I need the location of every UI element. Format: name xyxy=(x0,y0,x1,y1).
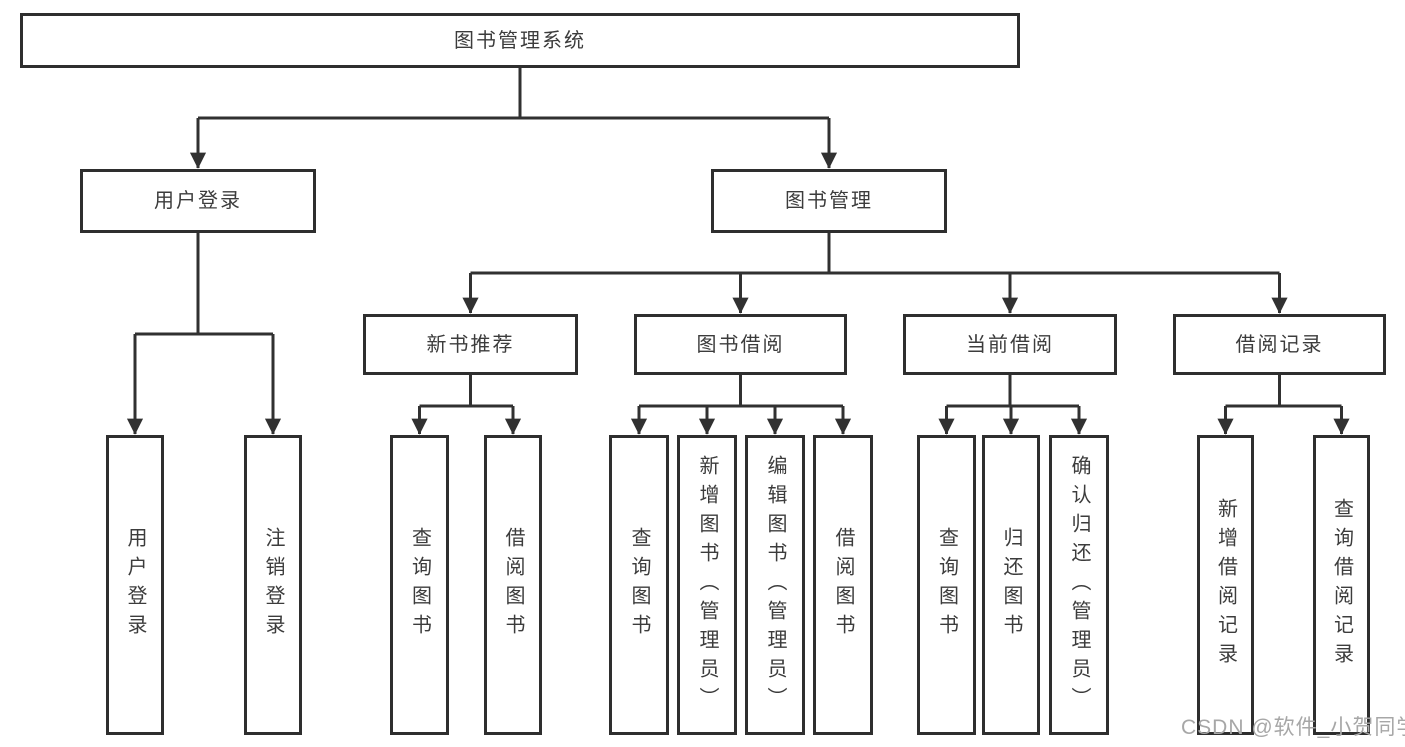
node-v_confirm_return: 确认归还（管理员） xyxy=(1049,435,1109,735)
node-v_return_book: 归还图书 xyxy=(982,435,1040,735)
node-label: 新增借阅记录 xyxy=(1214,498,1237,672)
node-label: 查询图书 xyxy=(935,527,958,643)
node-label: 新书推荐 xyxy=(426,333,515,356)
node-v_edit_book: 编辑图书（管理员） xyxy=(745,435,805,735)
node-label: 确认归还（管理员） xyxy=(1068,454,1090,716)
node-label: 图书管理系统 xyxy=(454,29,586,52)
node-v_borrow_book_2: 借阅图书 xyxy=(813,435,873,735)
node-label: 查询借阅记录 xyxy=(1330,498,1353,672)
node-label: 用户登录 xyxy=(154,190,242,212)
node-v_add_record: 新增借阅记录 xyxy=(1197,435,1254,735)
watermark: CSDN @软件_小贺同学 xyxy=(1181,716,1405,739)
node-label: 新增图书（管理员） xyxy=(696,454,718,716)
node-label: 借阅图书 xyxy=(502,527,524,643)
node-label: 注销登录 xyxy=(262,527,284,643)
node-book_borrow: 图书借阅 xyxy=(634,314,847,375)
node-label: 查询图书 xyxy=(408,527,431,643)
node-new_book: 新书推荐 xyxy=(363,314,578,375)
node-user_login: 用户登录 xyxy=(80,169,316,233)
node-v_query_book_3: 查询图书 xyxy=(917,435,976,735)
node-v_query_record: 查询借阅记录 xyxy=(1313,435,1370,735)
node-label: 图书管理 xyxy=(785,190,873,212)
node-current_borrow: 当前借阅 xyxy=(903,314,1117,375)
node-v_query_book_2: 查询图书 xyxy=(609,435,669,735)
node-v_borrow_book_1: 借阅图书 xyxy=(484,435,542,735)
node-v_logout: 注销登录 xyxy=(244,435,302,735)
node-label: 借阅记录 xyxy=(1235,333,1324,356)
node-label: 查询图书 xyxy=(628,527,650,643)
node-borrow_record: 借阅记录 xyxy=(1173,314,1386,375)
node-v_query_book_1: 查询图书 xyxy=(390,435,449,735)
node-root: 图书管理系统 xyxy=(20,13,1020,68)
node-label: 归还图书 xyxy=(1000,527,1022,643)
node-book_mgmt: 图书管理 xyxy=(711,169,947,233)
node-v_add_book: 新增图书（管理员） xyxy=(677,435,737,735)
node-label: 借阅图书 xyxy=(832,527,854,643)
node-label: 编辑图书（管理员） xyxy=(764,454,786,716)
node-label: 图书借阅 xyxy=(696,333,785,356)
node-label: 用户登录 xyxy=(124,527,146,643)
node-v_user_login: 用户登录 xyxy=(106,435,164,735)
node-label: 当前借阅 xyxy=(966,333,1054,356)
